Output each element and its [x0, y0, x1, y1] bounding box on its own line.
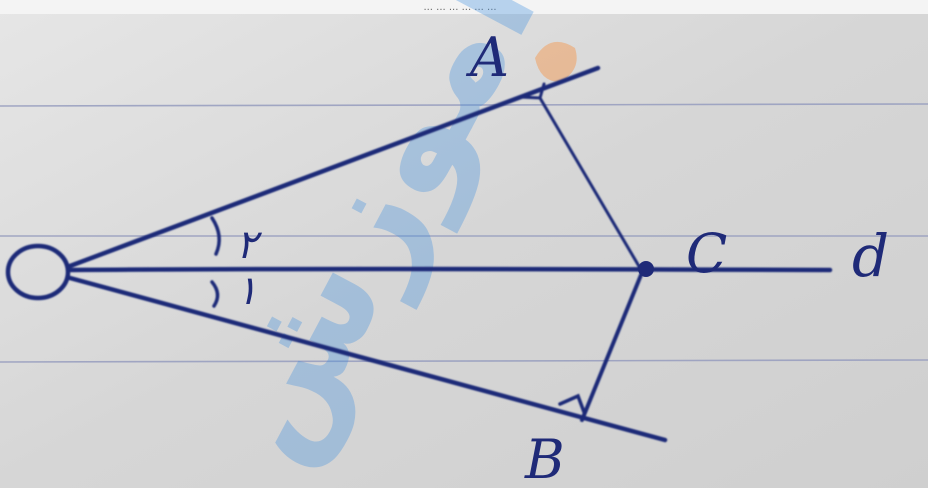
bisector-line — [67, 266, 833, 273]
ray-ob — [67, 275, 668, 443]
top-strip — [0, 0, 928, 14]
segment-ca — [538, 96, 642, 270]
label-c: C — [686, 222, 727, 285]
diagram-ink — [5, 65, 833, 443]
ruled-line — [0, 103, 928, 107]
angle-arc-2 — [210, 216, 221, 256]
right-angle-mark-a — [518, 82, 546, 100]
watermark-accent — [535, 41, 577, 82]
vertex-circle — [5, 243, 71, 301]
angle-arc-1 — [210, 280, 220, 308]
top-caption: ... ... ... ... ... ... — [423, 2, 496, 13]
point-c-dot — [638, 261, 654, 277]
angle-label-1: ۱ — [236, 268, 257, 314]
ray-oa — [67, 65, 601, 269]
label-d: d — [852, 222, 889, 290]
right-angle-mark-b — [558, 393, 586, 414]
segment-cb — [580, 268, 645, 422]
label-a: A — [465, 26, 509, 89]
label-b: B — [524, 428, 565, 488]
ruled-line — [0, 359, 928, 363]
